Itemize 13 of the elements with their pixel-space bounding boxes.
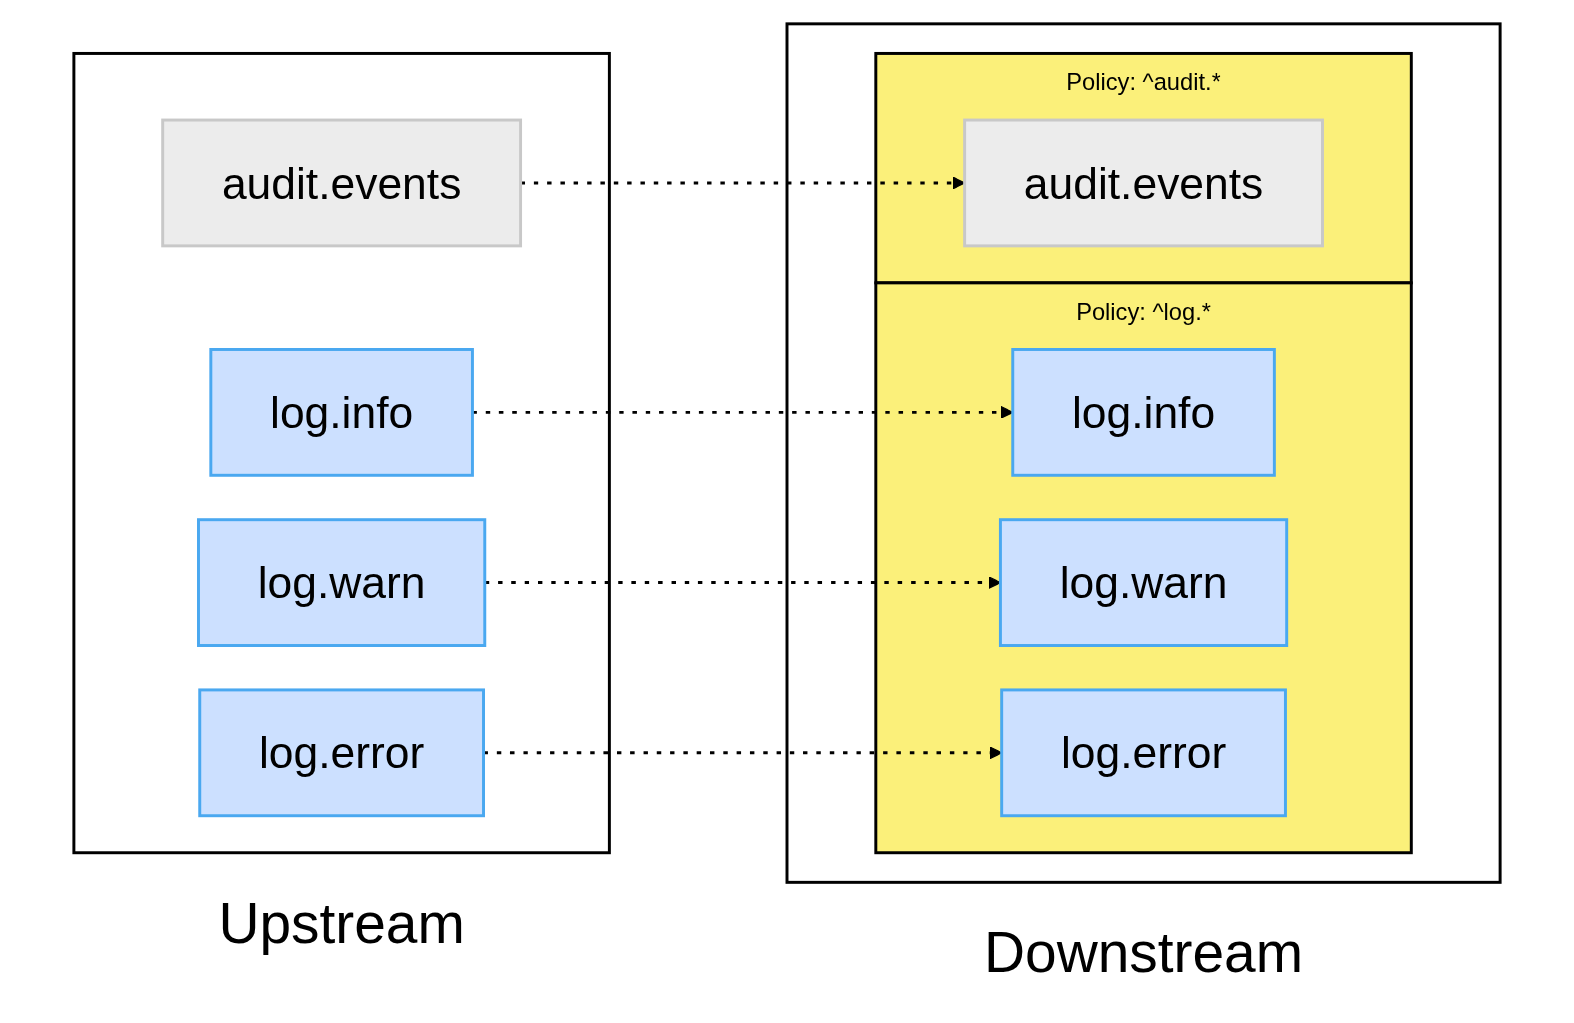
node-box: audit.events (161, 118, 523, 247)
node-label: Downstream (984, 922, 1304, 983)
node-box: log.warn (197, 517, 487, 647)
node-box: audit.events (963, 118, 1324, 247)
node-box: log.warn (998, 517, 1289, 647)
node-box: log.error (1000, 687, 1287, 817)
node-box: log.info (209, 347, 474, 477)
node-label: Upstream (218, 892, 465, 953)
cluster (785, 21, 1502, 884)
node-box: log.info (1011, 347, 1276, 477)
arrow (484, 575, 1001, 589)
node-box: log.error (198, 687, 485, 817)
cluster (72, 51, 611, 854)
